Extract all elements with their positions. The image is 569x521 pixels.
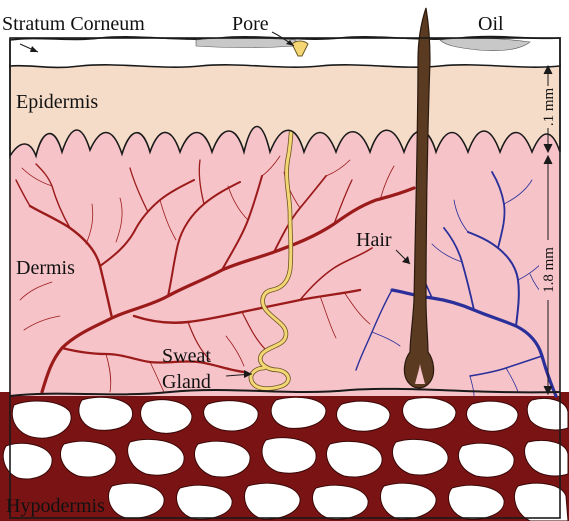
fat-cell — [176, 485, 232, 519]
fat-cell — [141, 400, 192, 434]
epidermis-thickness-label: .1 mm — [541, 88, 557, 127]
fat-cell — [79, 397, 133, 430]
gland-label: Gland — [162, 371, 211, 393]
fat-cell — [448, 485, 504, 519]
fat-cell — [403, 398, 456, 430]
fat-cell — [467, 401, 518, 431]
pore-label: Pore — [232, 13, 269, 35]
fat-cell — [262, 438, 316, 474]
fat-cell — [312, 485, 368, 519]
stratum-corneum-label: Stratum Corneum — [2, 13, 145, 35]
sweat-label: Sweat — [162, 345, 211, 367]
fat-cell — [108, 483, 164, 518]
dermis-thickness-label: 1.8 mm — [541, 247, 557, 293]
dermis-label: Dermis — [16, 257, 75, 279]
oil-label: Oil — [478, 13, 504, 35]
hair-label: Hair — [356, 229, 392, 251]
hypodermis-label: Hypodermis — [6, 495, 105, 517]
fat-cell — [337, 401, 390, 431]
epidermis-label: Epidermis — [16, 91, 98, 113]
oil-deposit — [196, 38, 296, 48]
